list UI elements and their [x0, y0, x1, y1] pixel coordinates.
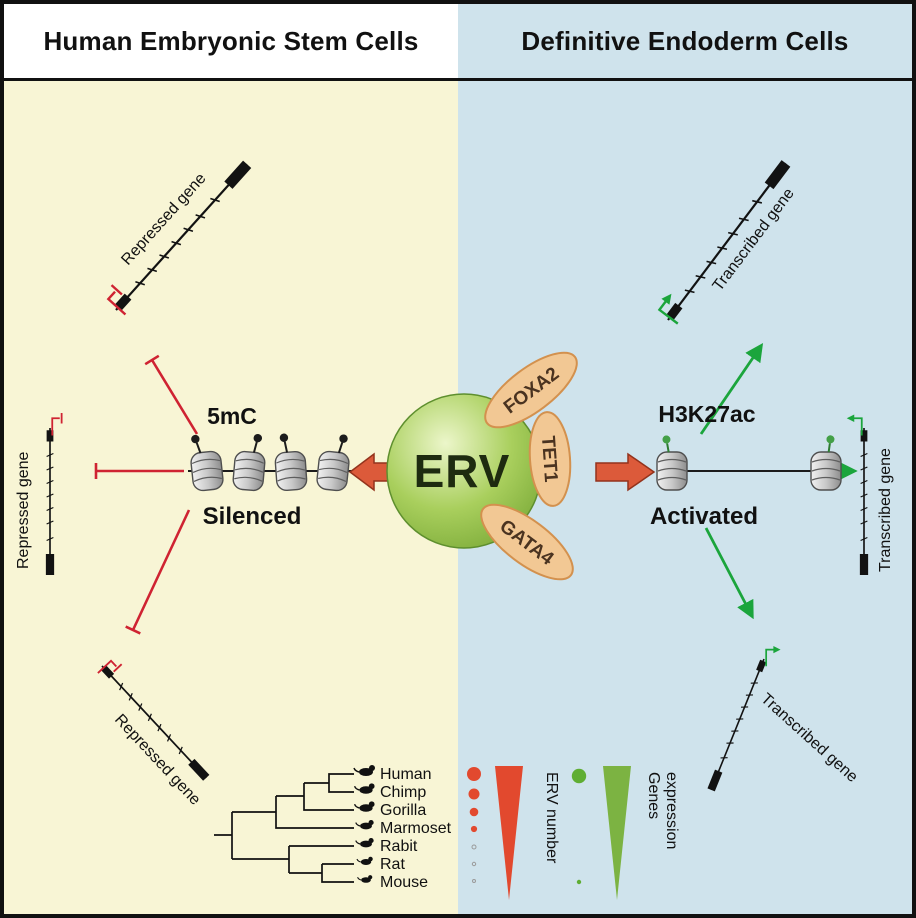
factor-foxa2: FOXA2: [484, 351, 578, 429]
genes-expression-axis-label-line1: Genes: [645, 772, 662, 819]
erv-label: ERV: [414, 445, 511, 497]
species-chimp: Chimp: [380, 784, 426, 801]
nucleosome-icon: [274, 450, 308, 492]
repression-tbar-mid: [94, 463, 184, 479]
nucleosome-icon: [231, 450, 267, 492]
nucleosome-icon: [656, 451, 688, 491]
repressed-gene-top-left-label: Repressed gene: [118, 170, 209, 269]
repressed-gene-top-left: [101, 159, 253, 316]
repression-tbar-top: [144, 354, 199, 435]
repressed-gene-mid-left: [45, 412, 63, 576]
erv-to-activated-arrow: [595, 452, 656, 492]
active-promoter-icon: [845, 413, 863, 437]
species-rat: Rat: [380, 856, 405, 873]
acetylation-icon: [660, 433, 674, 454]
genes-expression-scale: Genes expression: [571, 766, 680, 900]
transcribed-gene-mid-right: [845, 413, 869, 576]
right-panel-title: Definitive Endoderm Cells: [458, 4, 912, 78]
header-divider: [4, 78, 912, 81]
methylation-icon: [188, 432, 206, 456]
gorilla-silhouette-icon: [353, 800, 376, 813]
active-promoter-icon: [765, 645, 782, 668]
activation-arrow-top: [699, 342, 764, 435]
erv-number-triangle-icon: [495, 766, 523, 900]
mouse-silhouette-icon: [357, 874, 373, 884]
diagram-canvas: Repressed gene Repressed gene Repressed …: [15, 159, 894, 900]
methylation-icon: [248, 432, 264, 455]
silenced-nucleosome-cluster: [188, 431, 352, 493]
species-human: Human: [380, 766, 432, 783]
hesc-panel-background: [4, 81, 458, 914]
nucleosome-icon: [810, 451, 842, 491]
species-gorilla: Gorilla: [380, 802, 426, 819]
factor-gata4: GATA4: [480, 503, 574, 581]
human-silhouette-icon: [353, 764, 376, 777]
acetylation-icon: [823, 433, 836, 454]
activated-nucleosome-pair: [656, 433, 842, 491]
species-marmoset: Marmoset: [380, 820, 452, 837]
species-rabit: Rabit: [380, 838, 418, 855]
repressed-gene-mid-left-label: Repressed gene: [15, 451, 32, 569]
tet1-label: TET1: [537, 435, 561, 483]
silenced-label: Silenced: [203, 503, 302, 530]
phylogenetic-tree: Human Chimp Gorilla Marmoset Rabit Rat M…: [214, 764, 452, 891]
left-panel-title: Human Embryonic Stem Cells: [4, 4, 458, 78]
h3k27ac-label: H3K27ac: [658, 401, 755, 427]
repression-tbar-bottom: [125, 509, 191, 635]
transcribed-gene-mid-right-label: Transcribed gene: [877, 448, 894, 572]
activation-arrow-bottom: [704, 527, 754, 620]
genes-expression-axis-label-line2: expression: [663, 772, 680, 849]
factor-tet1: TET1: [528, 411, 572, 507]
genes-expression-triangle-icon: [603, 766, 631, 900]
erv-number-scale: ERV number: [467, 766, 560, 900]
blocked-promoter-icon: [51, 412, 63, 437]
chimp-silhouette-icon: [353, 782, 376, 795]
methylation-icon: [277, 431, 293, 455]
transcribed-gene-bottom-right-label: Transcribed gene: [757, 690, 861, 786]
transcribed-gene-top-right: [654, 159, 792, 325]
rabbit-silhouette-icon: [355, 837, 375, 849]
marmoset-silhouette-icon: [355, 819, 375, 831]
erv-number-axis-label: ERV number: [543, 772, 560, 864]
nucleosome-icon: [315, 449, 351, 493]
methylation-icon: [333, 432, 350, 456]
5mc-label: 5mC: [207, 403, 257, 429]
nucleosome-icon: [189, 449, 225, 493]
species-mouse: Mouse: [380, 874, 428, 891]
activated-label: Activated: [650, 503, 758, 530]
rat-silhouette-icon: [356, 856, 374, 866]
